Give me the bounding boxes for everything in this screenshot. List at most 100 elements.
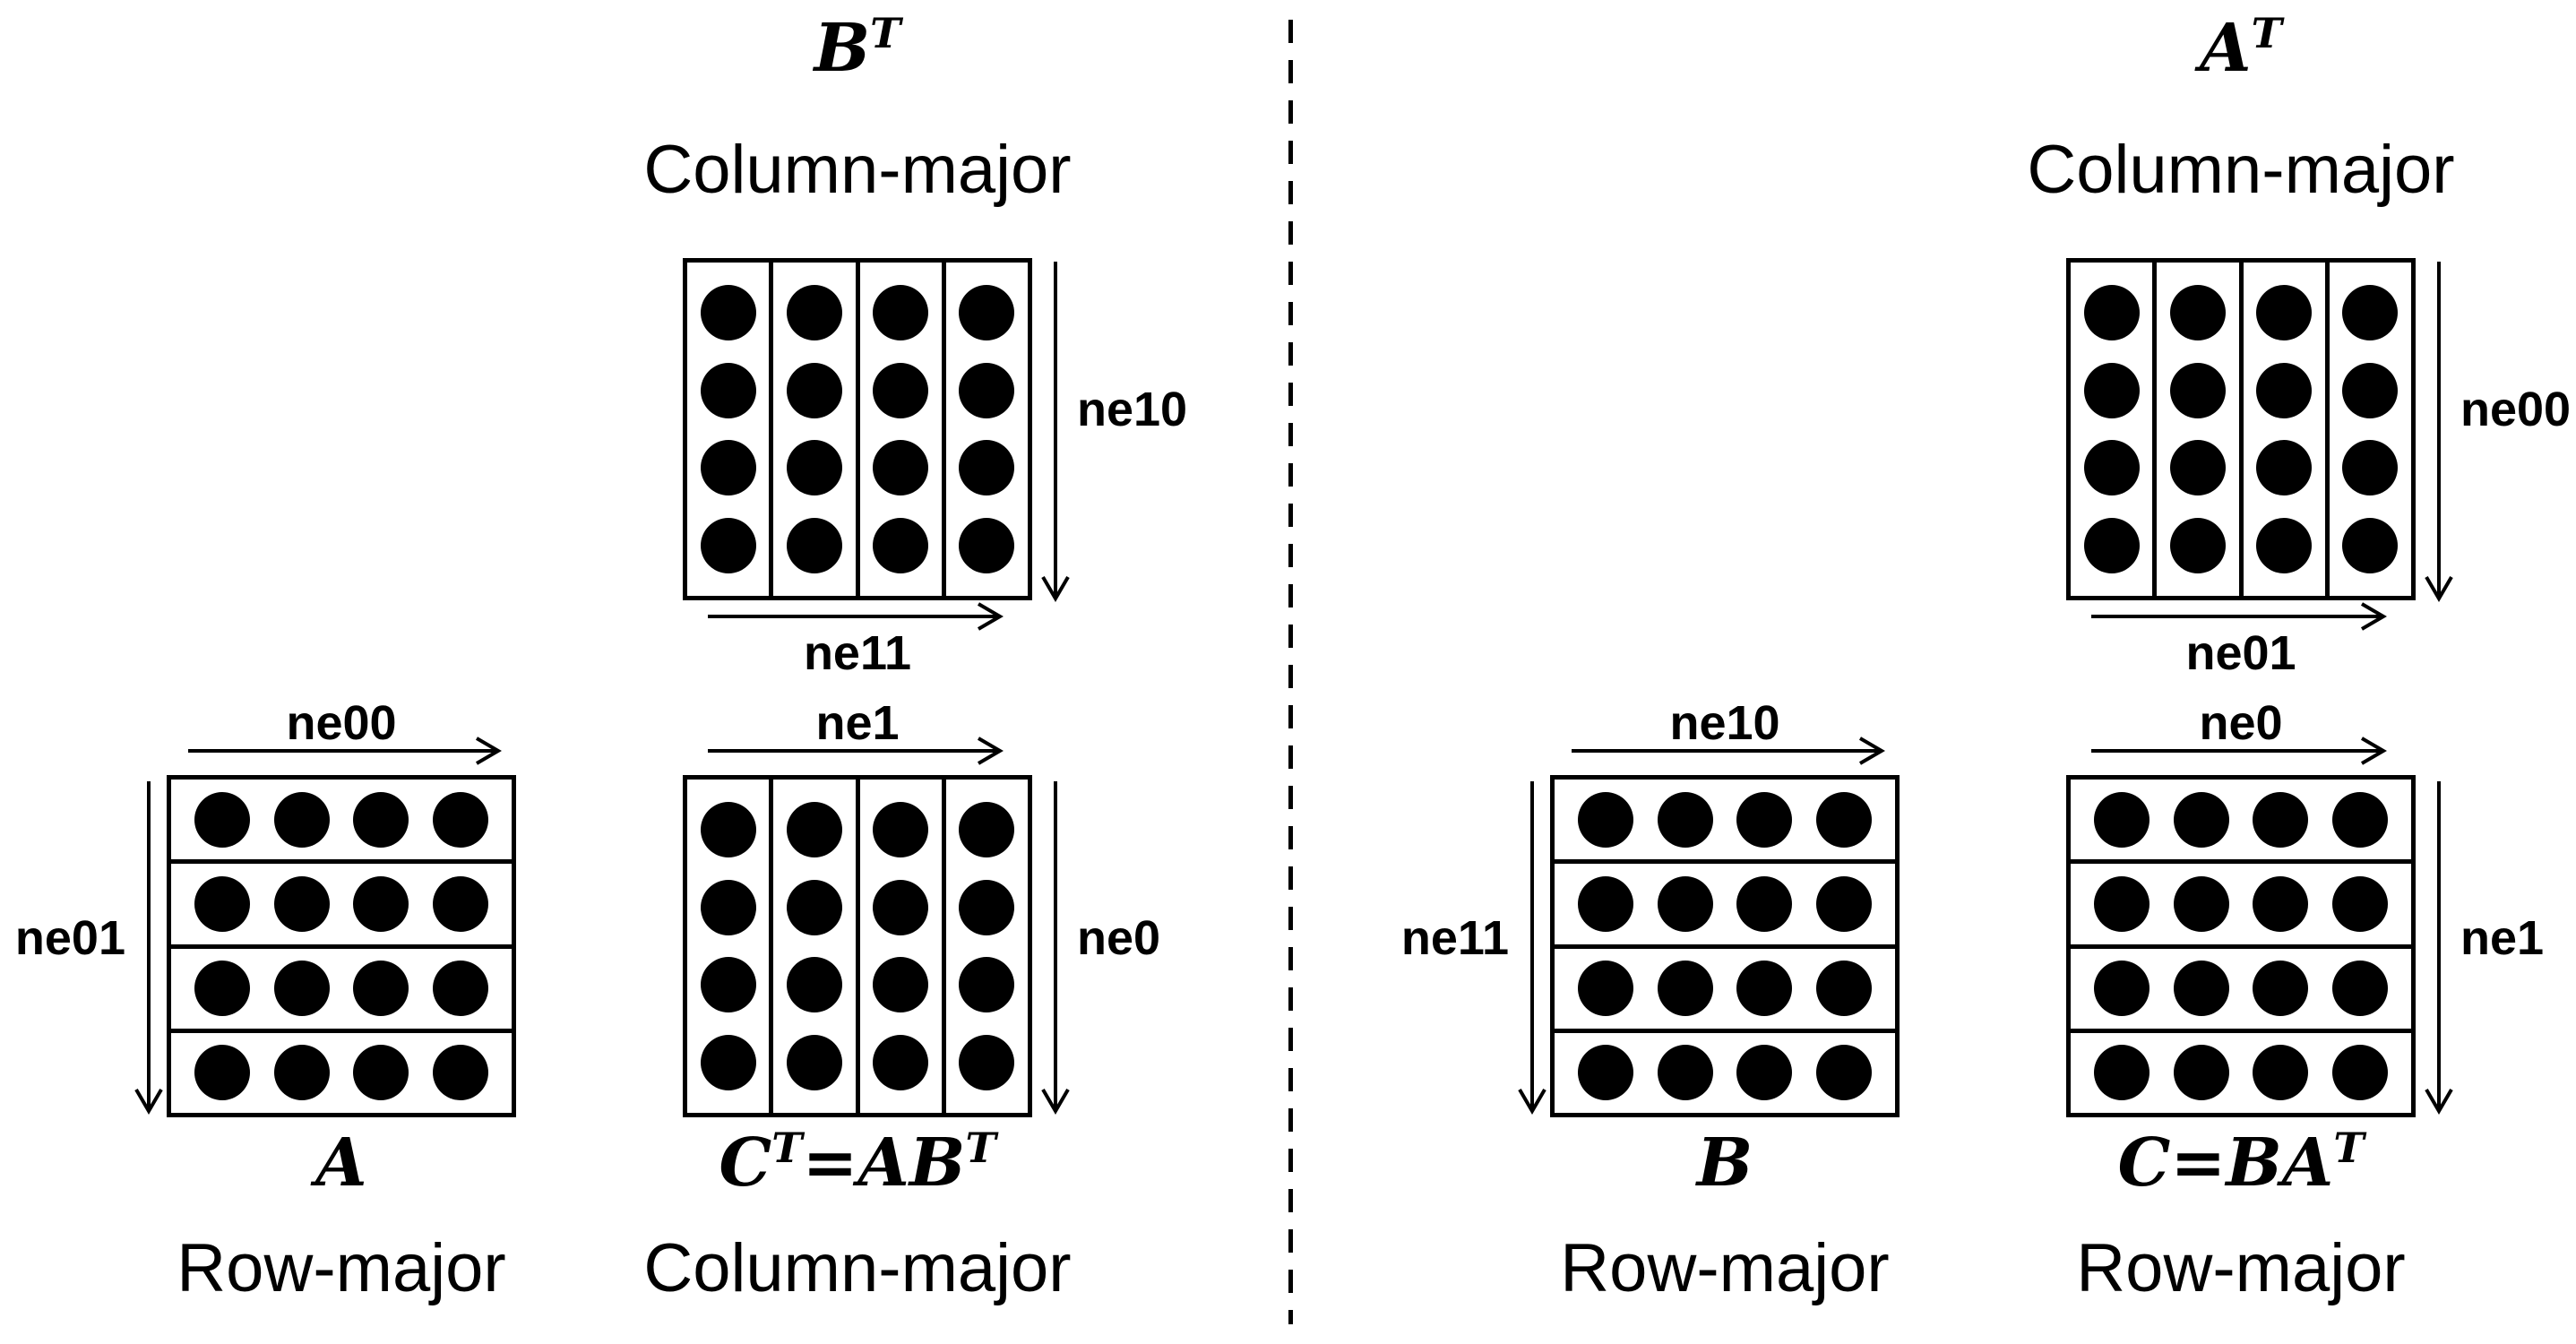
element-dot bbox=[959, 440, 1015, 496]
arrow-down-icon bbox=[134, 781, 163, 1115]
math-text: A bbox=[315, 1124, 367, 1202]
arrow-right-icon bbox=[2091, 737, 2387, 765]
element-dot bbox=[1657, 875, 1713, 932]
element-dot bbox=[432, 1045, 488, 1101]
matrix-row bbox=[171, 864, 512, 949]
matrix-a bbox=[167, 775, 516, 1117]
dim-label-ne00: ne00 bbox=[286, 696, 397, 750]
math-text: B bbox=[814, 10, 871, 87]
element-dot bbox=[2169, 440, 2226, 496]
element-dot bbox=[432, 875, 488, 932]
superscript-t: T bbox=[2333, 1124, 2365, 1172]
element-dot bbox=[959, 1035, 1015, 1091]
label-b-transpose: BT bbox=[683, 10, 1032, 87]
dim-label-ne0: ne0 bbox=[1077, 911, 1161, 965]
arrow-down-icon bbox=[1041, 262, 1070, 602]
math-text: =AB bbox=[802, 1124, 966, 1202]
matrix-column bbox=[946, 263, 1028, 596]
element-dot bbox=[2083, 362, 2140, 418]
arrow-right-icon bbox=[188, 737, 502, 765]
element-dot bbox=[194, 961, 251, 1017]
matrix-row bbox=[1555, 864, 1895, 949]
matrix-column bbox=[860, 263, 946, 596]
element-dot bbox=[700, 440, 756, 496]
element-dot bbox=[2169, 518, 2226, 574]
element-dot bbox=[700, 879, 756, 935]
dim-label-ne01-bottom: ne01 bbox=[2185, 626, 2296, 680]
element-dot bbox=[2094, 875, 2150, 932]
dashed-divider bbox=[1288, 20, 1293, 1324]
arrow-right-icon bbox=[708, 737, 1004, 765]
element-dot bbox=[1657, 1045, 1713, 1101]
label-a: A bbox=[167, 1124, 516, 1202]
element-dot bbox=[1578, 875, 1634, 932]
element-dot bbox=[700, 284, 756, 340]
element-dot bbox=[353, 875, 409, 932]
label-ct-order: Column-major bbox=[643, 1230, 1072, 1306]
element-dot bbox=[1815, 961, 1872, 1017]
element-dot bbox=[786, 879, 842, 935]
element-dot bbox=[786, 518, 842, 574]
element-dot bbox=[959, 284, 1015, 340]
element-dot bbox=[1578, 1045, 1634, 1101]
element-dot bbox=[959, 879, 1015, 935]
label-at-order: Column-major bbox=[2027, 132, 2455, 208]
element-dot bbox=[1578, 791, 1634, 848]
element-dot bbox=[2169, 284, 2226, 340]
element-dot bbox=[273, 961, 330, 1017]
element-dot bbox=[2342, 284, 2399, 340]
dim-label-ne00-right: ne00 bbox=[2460, 383, 2572, 436]
math-text: C=BA bbox=[2117, 1124, 2334, 1202]
matrix-column bbox=[773, 780, 860, 1113]
arrow-down-icon bbox=[2425, 781, 2453, 1115]
arrow-right-icon bbox=[1572, 737, 1885, 765]
element-dot bbox=[2256, 440, 2313, 496]
matrix-row bbox=[1555, 1033, 1895, 1113]
element-dot bbox=[786, 1035, 842, 1091]
element-dot bbox=[432, 791, 488, 848]
element-dot bbox=[873, 801, 929, 857]
element-dot bbox=[2256, 518, 2313, 574]
arrow-down-icon bbox=[2425, 262, 2453, 602]
element-dot bbox=[2169, 362, 2226, 418]
matrix-row bbox=[2071, 864, 2411, 949]
element-dot bbox=[273, 1045, 330, 1101]
matrix-a-transpose bbox=[2066, 258, 2416, 600]
element-dot bbox=[2342, 440, 2399, 496]
element-dot bbox=[2331, 791, 2388, 848]
label-c-equation: C=BAT bbox=[2066, 1124, 2416, 1202]
element-dot bbox=[873, 957, 929, 1013]
element-dot bbox=[873, 1035, 929, 1091]
element-dot bbox=[1815, 1045, 1872, 1101]
element-dot bbox=[873, 518, 929, 574]
element-dot bbox=[786, 362, 842, 418]
element-dot bbox=[2253, 875, 2309, 932]
element-dot bbox=[1736, 1045, 1793, 1101]
element-dot bbox=[2331, 961, 2388, 1017]
arrow-right-icon bbox=[708, 602, 1004, 631]
element-dot bbox=[2173, 1045, 2229, 1101]
element-dot bbox=[1657, 961, 1713, 1017]
element-dot bbox=[2173, 875, 2229, 932]
dim-label-ne10: ne10 bbox=[1077, 383, 1188, 436]
element-dot bbox=[1578, 961, 1634, 1017]
element-dot bbox=[1736, 791, 1793, 848]
label-b-order: Row-major bbox=[1560, 1230, 1890, 1306]
element-dot bbox=[959, 518, 1015, 574]
element-dot bbox=[1815, 875, 1872, 932]
element-dot bbox=[786, 440, 842, 496]
dim-label-ne1: ne1 bbox=[815, 696, 900, 750]
element-dot bbox=[273, 791, 330, 848]
element-dot bbox=[959, 362, 1015, 418]
matrix-column bbox=[2157, 263, 2244, 596]
element-dot bbox=[2083, 440, 2140, 496]
label-a-transpose: AT bbox=[2066, 12, 2416, 85]
element-dot bbox=[2331, 1045, 2388, 1101]
dim-label-ne11-left: ne11 bbox=[1400, 911, 1509, 965]
element-dot bbox=[2094, 791, 2150, 848]
element-dot bbox=[2253, 791, 2309, 848]
element-dot bbox=[700, 801, 756, 857]
element-dot bbox=[194, 1045, 251, 1101]
matrix-column bbox=[946, 780, 1028, 1113]
element-dot bbox=[959, 957, 1015, 1013]
